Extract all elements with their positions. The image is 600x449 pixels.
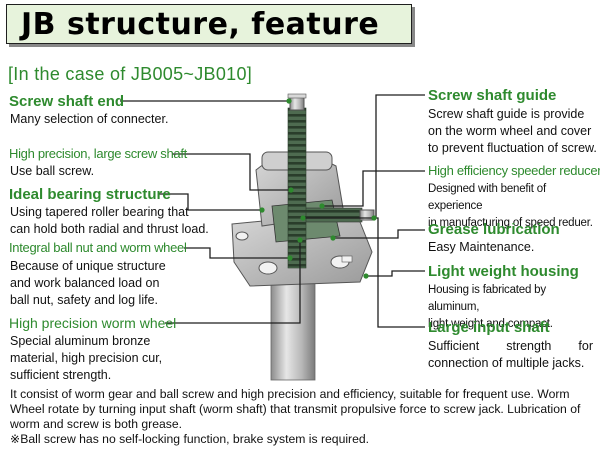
label-bearing-structure: Ideal bearing structure — [9, 186, 171, 203]
label-speed-reducer: High efficiency speeder reducer — [428, 163, 600, 178]
model-range-subtitle: [In the case of JB005~JB010] — [8, 64, 253, 84]
input-shaft-end — [359, 209, 375, 221]
label-screw-shaft-guide: Screw shaft guide — [428, 87, 557, 104]
label-ball-nut-worm-wheel: Integral ball nut and worm wheel — [9, 240, 187, 255]
desc-large-screw-shaft: Use ball screw. — [10, 164, 95, 178]
desc-grease-lubrication: Easy Maintenance. — [428, 240, 535, 254]
desc-large-input-shaft: Sufficient strength for connection of mu… — [428, 339, 593, 370]
label-large-input-shaft: Large input shaft — [428, 319, 550, 336]
footer-note: ※Ball screw has no self-locking function… — [10, 432, 370, 446]
desc-worm-wheel: Special aluminum bronze material, high p… — [10, 334, 163, 382]
desc-light-weight-housing: Housing is fabricated by aluminum, light… — [428, 284, 553, 330]
footer-paragraph: It consist of worm gear and ball screw a… — [10, 387, 581, 431]
desc-ball-nut-worm-wheel: Because of unique structure and work bal… — [10, 259, 166, 307]
leader-dots — [259, 98, 377, 279]
title-banner: JB structure, feature — [6, 4, 412, 44]
label-worm-wheel: High precision worm wheel — [9, 315, 177, 331]
page-title: JB structure, feature — [21, 7, 380, 42]
leader-lines-left — [120, 100, 301, 324]
label-light-weight-housing: Light weight housing — [428, 263, 579, 280]
label-large-screw-shaft: High precision, large screw shaft — [9, 146, 187, 161]
desc-screw-shaft-guide: Screw shaft guide is provide on the worm… — [428, 107, 597, 155]
desc-speed-reducer: Designed with benefit of experience in m… — [428, 183, 593, 229]
worm-shaft — [299, 207, 363, 223]
footer-description: It consist of worm gear and ball screw a… — [10, 387, 594, 447]
desc-bearing-structure: Using tapered roller bearing that can ho… — [10, 205, 209, 236]
label-grease-lubrication: Grease lubrication — [428, 221, 560, 238]
desc-screw-shaft-end: Many selection of connecter. — [10, 112, 169, 126]
label-screw-shaft-end: Screw shaft end — [9, 93, 125, 110]
